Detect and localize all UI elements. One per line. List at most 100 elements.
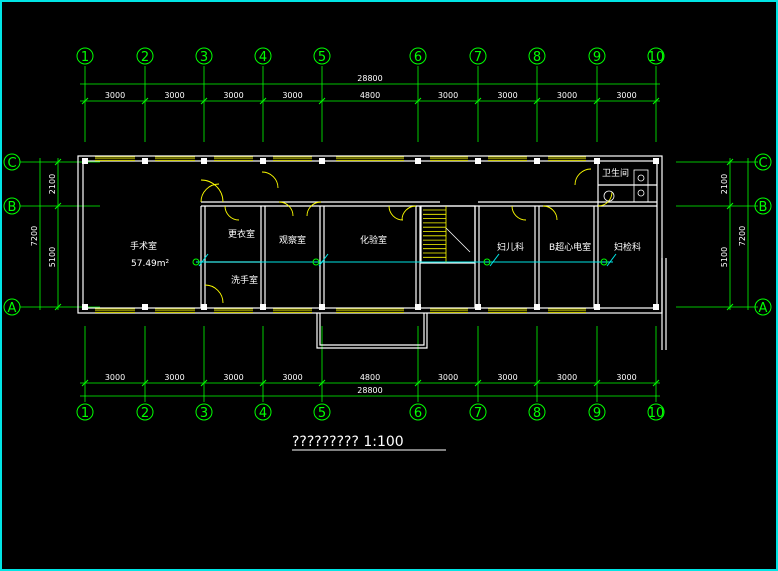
dim-tick — [474, 379, 482, 387]
room-lab: 化验室 — [360, 234, 387, 246]
axis-label-7: 7 — [474, 406, 482, 421]
axis-bubble-9-bottom — [588, 403, 606, 421]
dim-segment-bottom: 3000 — [497, 373, 517, 382]
dim-v-lower-text-left: 5100 — [48, 247, 57, 267]
dim-segment-bottom: 3000 — [438, 373, 458, 382]
dim-v-tick — [54, 303, 62, 311]
axis-label-A: A — [8, 301, 17, 316]
axis-bubble-6-top — [409, 47, 427, 65]
stair-arrow — [445, 227, 471, 253]
dim-total-top: 28800 — [357, 74, 382, 83]
dim-tick — [652, 379, 660, 387]
dim-segment-top: 3000 — [164, 91, 184, 100]
exterior-wall — [77, 155, 663, 314]
column-5 — [319, 304, 325, 310]
axis-bubble-4-bottom — [254, 403, 272, 421]
dim-tick — [474, 97, 482, 105]
room-gyn: 妇检科 — [614, 241, 641, 253]
door-arc-12 — [597, 191, 613, 207]
axis-label-5: 5 — [318, 406, 326, 421]
axis-bubble-8-top — [528, 47, 546, 65]
room-ecg: B超心电室 — [549, 241, 591, 253]
building-walls — [77, 155, 667, 350]
column-10 — [653, 304, 659, 310]
sink — [603, 190, 615, 202]
column-9 — [594, 158, 600, 164]
axis-label-2: 2 — [141, 50, 149, 65]
axis-bubble-10-bottom — [647, 403, 665, 421]
column-6 — [415, 304, 421, 310]
axis-label-8: 8 — [533, 50, 541, 65]
dim-segment-bottom: 3000 — [164, 373, 184, 382]
dim-tick — [318, 379, 326, 387]
axis-bubble-8-bottom — [528, 403, 546, 421]
fixture-leader-4 — [606, 253, 617, 267]
fixture-leader-1 — [198, 253, 209, 267]
column-3 — [201, 304, 207, 310]
room-changing: 更衣室 — [228, 228, 255, 240]
dim-tick — [200, 379, 208, 387]
door-arc-7 — [388, 205, 404, 221]
axis-bubble-7-bottom — [469, 403, 487, 421]
column-4 — [260, 304, 266, 310]
dim-segment-bottom: 4800 — [360, 373, 380, 382]
dim-tick — [533, 379, 541, 387]
column-1 — [82, 304, 88, 310]
column-7 — [475, 158, 481, 164]
dim-segment-bottom: 3000 — [557, 373, 577, 382]
dim-segment-top: 4800 — [360, 91, 380, 100]
dim-v-total-text-right: 7200 — [738, 226, 747, 246]
axis-label-1: 1 — [81, 50, 89, 65]
dim-v-total-text-left: 7200 — [30, 226, 39, 246]
door-arc-8 — [401, 205, 417, 221]
axis-label-2: 2 — [141, 406, 149, 421]
room-labels: 手术室 57.49m² 更衣室 洗手室 观察室 化验室 妇儿科 B超心电室 妇检… — [130, 167, 641, 286]
axis-bubble-B-right — [754, 197, 772, 215]
dim-tick — [414, 97, 422, 105]
entrance-canopy-inner — [319, 313, 425, 346]
axis-bubble-A-left — [3, 298, 21, 316]
column-5 — [319, 158, 325, 164]
axis-label-9: 9 — [593, 50, 601, 65]
dim-segment-top: 3000 — [438, 91, 458, 100]
axis-label-C: C — [7, 156, 16, 171]
axis-bubble-10-top — [647, 47, 665, 65]
exterior-wall-inner — [82, 160, 658, 309]
dim-segment-top: 3000 — [497, 91, 517, 100]
room-handwash: 洗手室 — [231, 274, 258, 286]
column-4 — [260, 158, 266, 164]
room-operating: 手术室 — [130, 240, 157, 252]
entrance-canopy — [316, 313, 428, 349]
axis-label-3: 3 — [200, 50, 208, 65]
door-arc-11 — [574, 168, 592, 186]
title-text: ????????? 1:100 — [292, 434, 404, 450]
door-arc-6 — [224, 205, 240, 221]
axis-label-10: 10 — [648, 406, 665, 421]
dim-tick — [533, 97, 541, 105]
axis-label-10: 10 — [648, 50, 665, 65]
door-arc-13 — [204, 284, 224, 304]
dim-tick — [593, 379, 601, 387]
axis-bubble-1-bottom — [76, 403, 94, 421]
column-3 — [201, 158, 207, 164]
door-arc-9 — [511, 205, 527, 221]
axis-label-A: A — [759, 301, 768, 316]
door-arc-2 — [200, 183, 220, 203]
column-6 — [415, 158, 421, 164]
axis-bubble-5-top — [313, 47, 331, 65]
dim-v-tick — [726, 202, 734, 210]
dim-v-tick — [726, 158, 734, 166]
toilet-bowl-2 — [637, 189, 645, 197]
axis-bubble-3-bottom — [195, 403, 213, 421]
room-pediatrics: 妇儿科 — [497, 241, 524, 253]
fixture-2 — [312, 258, 320, 266]
column-10 — [653, 158, 659, 164]
column-8 — [534, 158, 540, 164]
column-2 — [142, 304, 148, 310]
axis-label-7: 7 — [474, 50, 482, 65]
axis-label-6: 6 — [414, 50, 422, 65]
horizontal-grid-lines — [20, 161, 758, 308]
column-2 — [142, 158, 148, 164]
